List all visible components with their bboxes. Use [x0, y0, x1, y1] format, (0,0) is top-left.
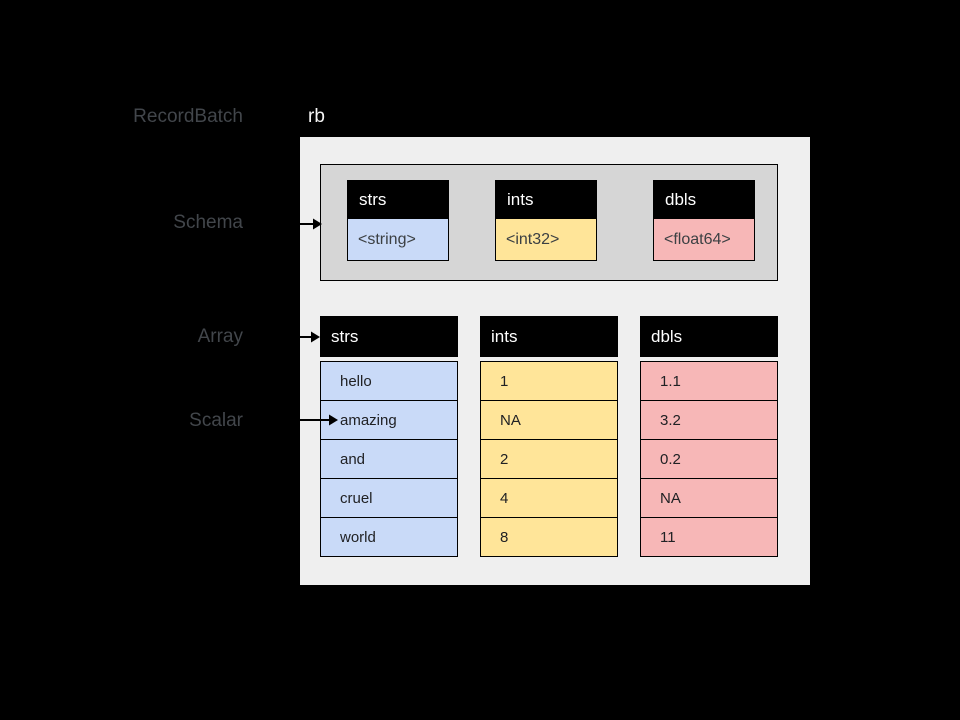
array-cells: hello amazing and cruel world	[320, 361, 458, 557]
array-header: strs	[320, 316, 458, 357]
schema-field-ints: ints <int32>	[495, 180, 597, 261]
schema-field-name: dbls	[653, 180, 755, 219]
array-cells: 1 NA 2 4 8	[480, 361, 618, 557]
array-cell: 2	[480, 439, 618, 479]
schema-field-type: <string>	[347, 219, 449, 261]
array-cell: amazing	[320, 400, 458, 440]
array-cell: 3.2	[640, 400, 778, 440]
schema-field-type: <float64>	[653, 219, 755, 261]
array-column-ints: ints 1 NA 2 4 8	[480, 316, 618, 557]
label-array: Array	[197, 326, 243, 347]
array-cell: cruel	[320, 478, 458, 518]
array-cell: and	[320, 439, 458, 479]
array-header: ints	[480, 316, 618, 357]
array-cell: 8	[480, 517, 618, 557]
schema-field-type: <int32>	[495, 219, 597, 261]
array-column-dbls: dbls 1.1 3.2 0.2 NA 11	[640, 316, 778, 557]
array-cell: hello	[320, 361, 458, 401]
schema-field-strs: strs <string>	[347, 180, 449, 261]
array-column-strs: strs hello amazing and cruel world	[320, 316, 458, 557]
schema-field-name: ints	[495, 180, 597, 219]
array-cell: 4	[480, 478, 618, 518]
array-cell: 1	[480, 361, 618, 401]
label-scalar: Scalar	[189, 410, 243, 431]
array-cell: NA	[640, 478, 778, 518]
array-cell: 0.2	[640, 439, 778, 479]
array-cell: 11	[640, 517, 778, 557]
scalar-pointer-arrow-icon	[300, 414, 338, 426]
array-cell: NA	[480, 400, 618, 440]
array-cell: world	[320, 517, 458, 557]
array-cell: 1.1	[640, 361, 778, 401]
array-cells: 1.1 3.2 0.2 NA 11	[640, 361, 778, 557]
schema-field-dbls: dbls <float64>	[653, 180, 755, 261]
schema-field-name: strs	[347, 180, 449, 219]
label-recordbatch: RecordBatch	[133, 106, 243, 127]
schema-pointer-arrow-icon	[300, 218, 322, 230]
label-schema: Schema	[173, 212, 243, 233]
recordbatch-instance-label: rb	[308, 106, 325, 127]
array-header: dbls	[640, 316, 778, 357]
array-pointer-arrow-icon	[300, 331, 320, 343]
